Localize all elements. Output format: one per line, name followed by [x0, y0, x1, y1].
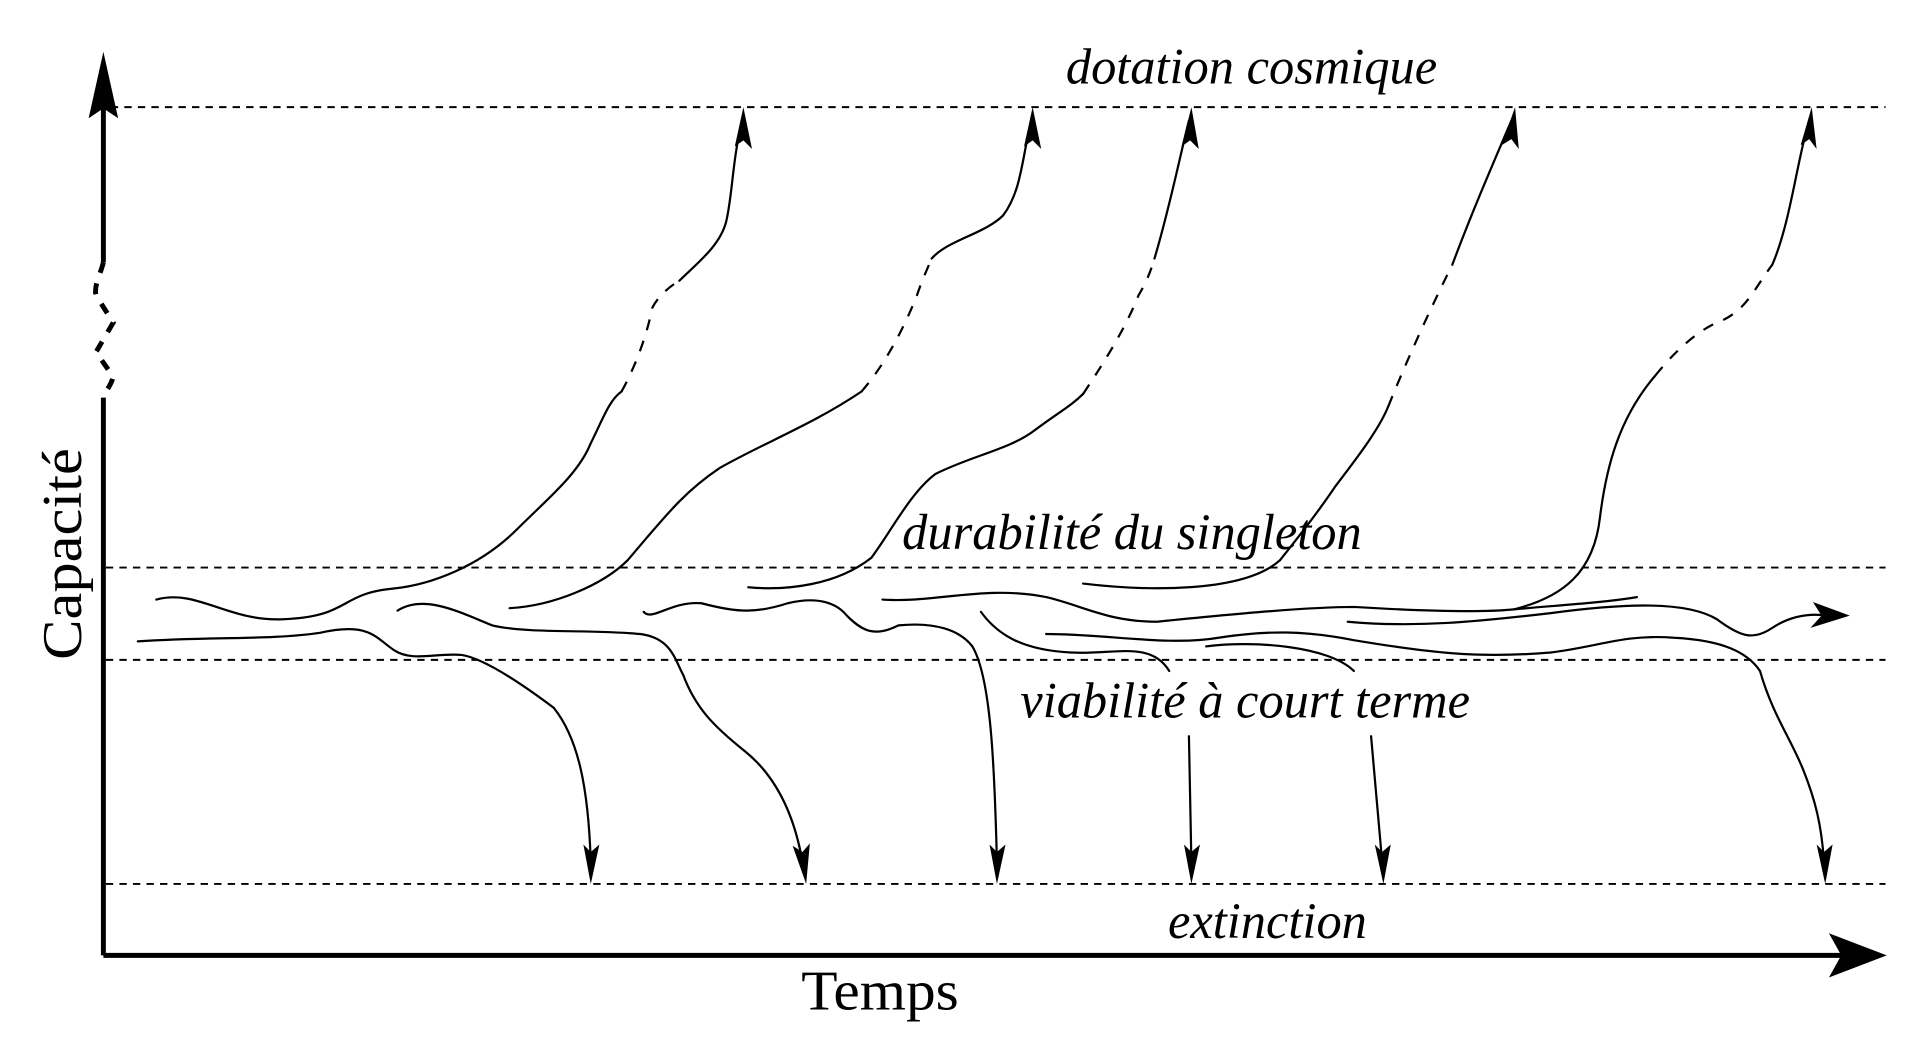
label-dotation-cosmique: dotation cosmique	[1066, 39, 1437, 95]
down-arrow-icon	[989, 844, 1006, 884]
y-axis-arrow-icon	[88, 51, 119, 119]
right-trajectory-arrow-icon	[1810, 602, 1850, 628]
up-arrow-icon	[1800, 107, 1817, 149]
x-axis-label: Temps	[801, 961, 959, 1023]
down-arrow-icon	[583, 844, 600, 884]
label-durabilite-singleton: durabilité du singleton	[902, 504, 1362, 560]
down-arrow-icon	[792, 843, 810, 884]
y-axis	[88, 51, 119, 956]
down-arrow-icon	[1184, 844, 1200, 884]
label-viabilite-court-terme: viabilité à court terme	[1020, 673, 1470, 729]
label-extinction: extinction	[1168, 893, 1367, 949]
x-axis-arrow-icon	[1828, 933, 1887, 978]
up-arrow-icon	[1181, 107, 1199, 149]
y-axis-label: Capacité	[32, 448, 94, 660]
down-arrow-icon	[1374, 844, 1391, 884]
up-arrow-icon	[734, 107, 752, 149]
rising-trajectories	[515, 107, 1817, 611]
falling-trajectories	[552, 645, 1833, 884]
up-arrow-icon	[1024, 107, 1042, 149]
x-axis	[103, 933, 1887, 978]
up-arrow-icon	[1501, 107, 1519, 149]
down-arrow-icon	[1816, 844, 1833, 884]
